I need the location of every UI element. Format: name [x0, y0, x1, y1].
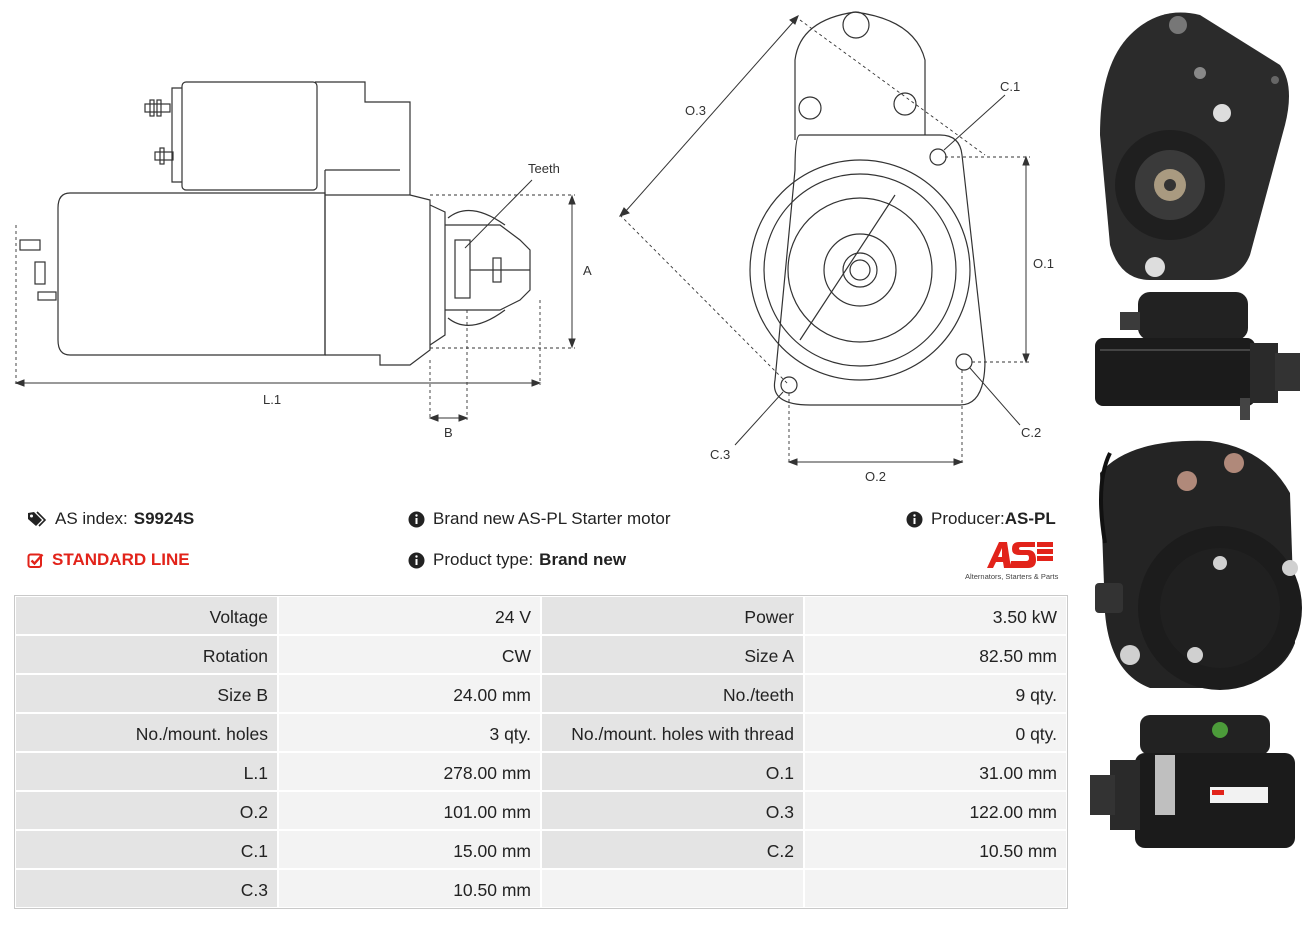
- standard-line-label: STANDARD LINE: [52, 550, 190, 569]
- c3-label: C.3: [710, 447, 730, 462]
- description-text: Brand new AS-PL Starter motor: [433, 509, 671, 528]
- spec-label: [541, 869, 804, 908]
- product-type-value: Brand new: [539, 550, 627, 569]
- flange-outline: [773, 134, 986, 406]
- photo-front-view[interactable]: [1090, 5, 1310, 285]
- spec-label: O.2: [15, 791, 278, 830]
- spec-label: No./teeth: [541, 674, 804, 713]
- dimension-a-label: A: [583, 263, 592, 278]
- spec-value: 10.50 mm: [278, 869, 541, 908]
- spec-value: 122.00 mm: [804, 791, 1067, 830]
- spec-value: 3.50 kW: [804, 596, 1067, 635]
- spec-value: 101.00 mm: [278, 791, 541, 830]
- dimension-b-label: B: [444, 425, 453, 440]
- info-circle-icon: [408, 511, 425, 527]
- as-logo-mark: [987, 542, 1053, 568]
- spec-label: Size A: [541, 635, 804, 674]
- front-view-drawing: C.1 O.3 O.1 C.2 C.3 O.2: [619, 11, 1054, 484]
- spec-label: O.3: [541, 791, 804, 830]
- spec-value: CW: [278, 635, 541, 674]
- spec-value: 82.50 mm: [804, 635, 1067, 674]
- info-circle-icon: [408, 552, 425, 568]
- spec-label: No./mount. holes with thread: [541, 713, 804, 752]
- spec-label: C.3: [15, 869, 278, 908]
- spec-label: O.1: [541, 752, 804, 791]
- photo-label-side-view[interactable]: [1090, 705, 1310, 865]
- spec-label: Size B: [15, 674, 278, 713]
- producer: Producer: AS-PL: [906, 509, 1056, 529]
- as-index-label: AS index:: [55, 509, 128, 528]
- spec-value: 3 qty.: [278, 713, 541, 752]
- spec-value: [804, 869, 1067, 908]
- spec-label: C.2: [541, 830, 804, 869]
- info-circle-icon: [906, 511, 923, 527]
- as-index: AS index: S9924S: [27, 509, 194, 529]
- photo-side-view[interactable]: [1090, 288, 1310, 428]
- product-description: Brand new AS-PL Starter motor: [408, 509, 670, 529]
- spec-value: 9 qty.: [804, 674, 1067, 713]
- spec-label: No./mount. holes: [15, 713, 278, 752]
- motor-body-outline: [57, 192, 326, 356]
- tag-icon: [28, 511, 47, 527]
- spec-label: L.1: [15, 752, 278, 791]
- solenoid-outline: [181, 81, 318, 191]
- side-view-drawing: Teeth A L.1 B: [14, 81, 592, 440]
- spec-value: 31.00 mm: [804, 752, 1067, 791]
- o3-label: O.3: [685, 103, 706, 118]
- o2-label: O.2: [865, 469, 886, 484]
- o1-label: O.1: [1033, 256, 1054, 271]
- spec-value: 278.00 mm: [278, 752, 541, 791]
- as-pl-logo: Alternators, Starters & Parts: [965, 540, 1069, 584]
- spec-value: 24 V: [278, 596, 541, 635]
- product-type-label: Product type:: [433, 550, 534, 569]
- spec-label: Voltage: [15, 596, 278, 635]
- as-index-value: S9924S: [133, 509, 195, 528]
- product-type: Product type: Brand new: [408, 550, 626, 570]
- standard-line-badge: STANDARD LINE: [27, 550, 190, 570]
- spec-value: 10.50 mm: [804, 830, 1067, 869]
- teeth-label: Teeth: [528, 161, 560, 176]
- producer-label: Producer:: [931, 509, 1005, 528]
- dimension-l1-label: L.1: [263, 392, 281, 407]
- spec-value: 0 qty.: [804, 713, 1067, 752]
- spec-label: Rotation: [15, 635, 278, 674]
- spec-label: Power: [541, 596, 804, 635]
- spec-value: 24.00 mm: [278, 674, 541, 713]
- spec-value: 15.00 mm: [278, 830, 541, 869]
- c2-label: C.2: [1021, 425, 1041, 440]
- c1-label: C.1: [1000, 79, 1020, 94]
- photo-rear-view[interactable]: [1090, 433, 1310, 698]
- logo-tagline: Alternators, Starters & Parts: [965, 572, 1059, 581]
- check-square-icon: [27, 553, 44, 568]
- spec-label: C.1: [15, 830, 278, 869]
- producer-value: AS-PL: [1004, 509, 1056, 528]
